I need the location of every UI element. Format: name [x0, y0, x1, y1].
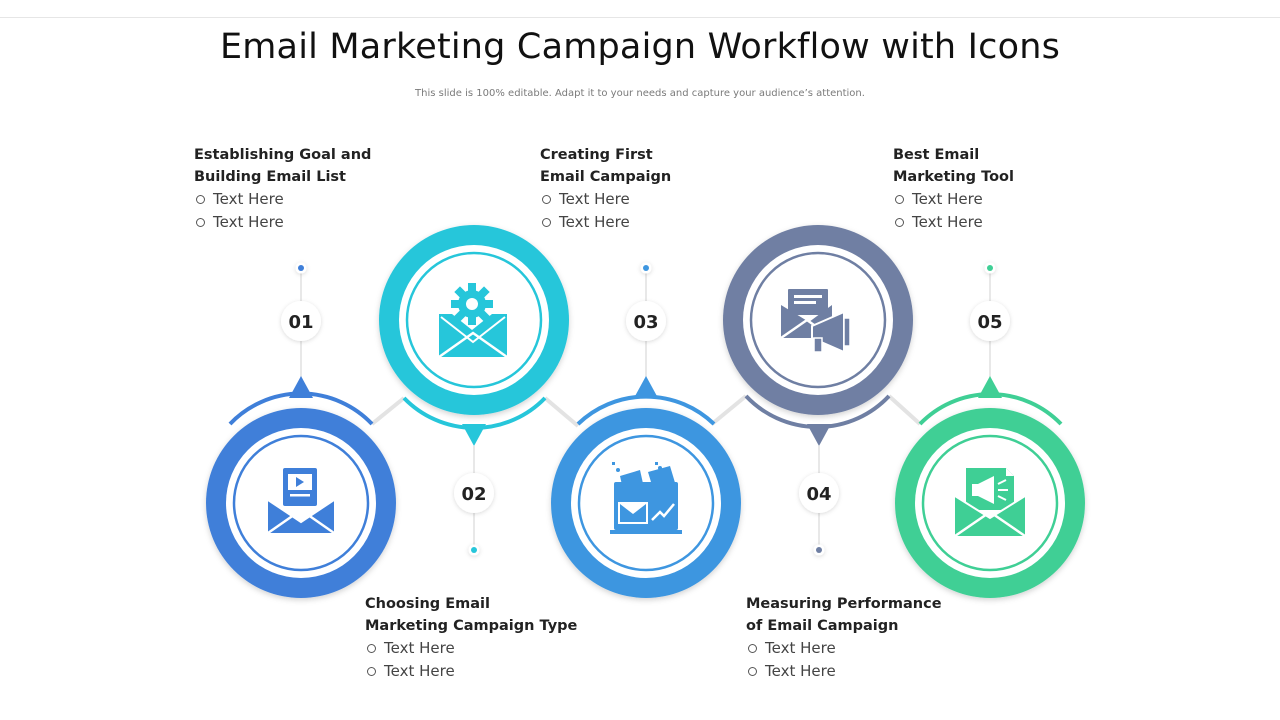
step-04-bullet-2: Text Here	[746, 660, 1006, 683]
bullet-icon	[542, 218, 551, 227]
step-05-heading-line1: Best Email	[893, 147, 980, 163]
step-04-number: 04	[806, 484, 831, 505]
bullet-icon	[542, 195, 551, 204]
step-02-node	[379, 225, 569, 446]
step-03-heading-line2: Email Campaign	[540, 169, 672, 185]
step-01-heading-line1: Establishing Goal and	[194, 147, 372, 163]
step-03-node	[551, 376, 741, 598]
step-05-bullet-1: Text Here	[893, 188, 1153, 211]
step-02-number: 02	[461, 484, 486, 505]
bullet-icon	[367, 667, 376, 676]
bullet-icon	[895, 195, 904, 204]
bullet-icon	[367, 644, 376, 653]
stem-dots	[295, 262, 996, 556]
step-01-text: Establishing Goal and Building Email Lis…	[194, 144, 454, 234]
step-02-text: Choosing Email Marketing Campaign Type T…	[365, 593, 625, 683]
step-04-text: Measuring Performance of Email Campaign …	[746, 593, 1006, 683]
step-05-bullet-2: Text Here	[893, 211, 1153, 234]
step-03-bullet-2: Text Here	[540, 211, 800, 234]
step-03-bullet-1: Text Here	[540, 188, 800, 211]
bullet-icon	[748, 644, 757, 653]
step-04-heading-line2: of Email Campaign	[746, 618, 899, 634]
step-03-number: 03	[633, 312, 658, 333]
page-subtitle: This slide is 100% editable. Adapt it to…	[415, 88, 865, 99]
step-05-node	[895, 376, 1085, 598]
step-01-node	[206, 376, 396, 598]
step-05-heading-line2: Marketing Tool	[893, 169, 1014, 185]
step-02-bullet-1: Text Here	[365, 637, 625, 660]
bullet-icon	[196, 218, 205, 227]
step-03-heading-line1: Creating First	[540, 147, 653, 163]
step-01-bullet-1: Text Here	[194, 188, 454, 211]
step-01-bullet-2: Text Here	[194, 211, 454, 234]
step-04-heading-line1: Measuring Performance	[746, 596, 942, 612]
step-02-heading-line1: Choosing Email	[365, 596, 490, 612]
bullet-icon	[748, 667, 757, 676]
bullet-icon	[895, 218, 904, 227]
video-email-icon	[267, 468, 335, 535]
email-megaphone-icon	[780, 289, 851, 354]
step-01-number: 01	[288, 312, 313, 333]
page-title: Email Marketing Campaign Workflow with I…	[219, 27, 1061, 67]
connector-lines	[370, 394, 922, 428]
top-divider	[0, 17, 1280, 18]
megaphone-email-icon	[954, 468, 1026, 538]
step-04-node	[723, 225, 913, 446]
step-05-text: Best Email Marketing Tool Text Here Text…	[893, 144, 1153, 234]
bullet-icon	[196, 195, 205, 204]
step-03-text: Creating First Email Campaign Text Here …	[540, 144, 800, 234]
step-04-bullet-1: Text Here	[746, 637, 1006, 660]
step-01-heading-line2: Building Email List	[194, 169, 346, 185]
step-05-number: 05	[977, 312, 1002, 333]
step-02-heading-line2: Marketing Campaign Type	[365, 618, 578, 634]
step-02-bullet-2: Text Here	[365, 660, 625, 683]
email-growth-icon	[610, 462, 682, 534]
